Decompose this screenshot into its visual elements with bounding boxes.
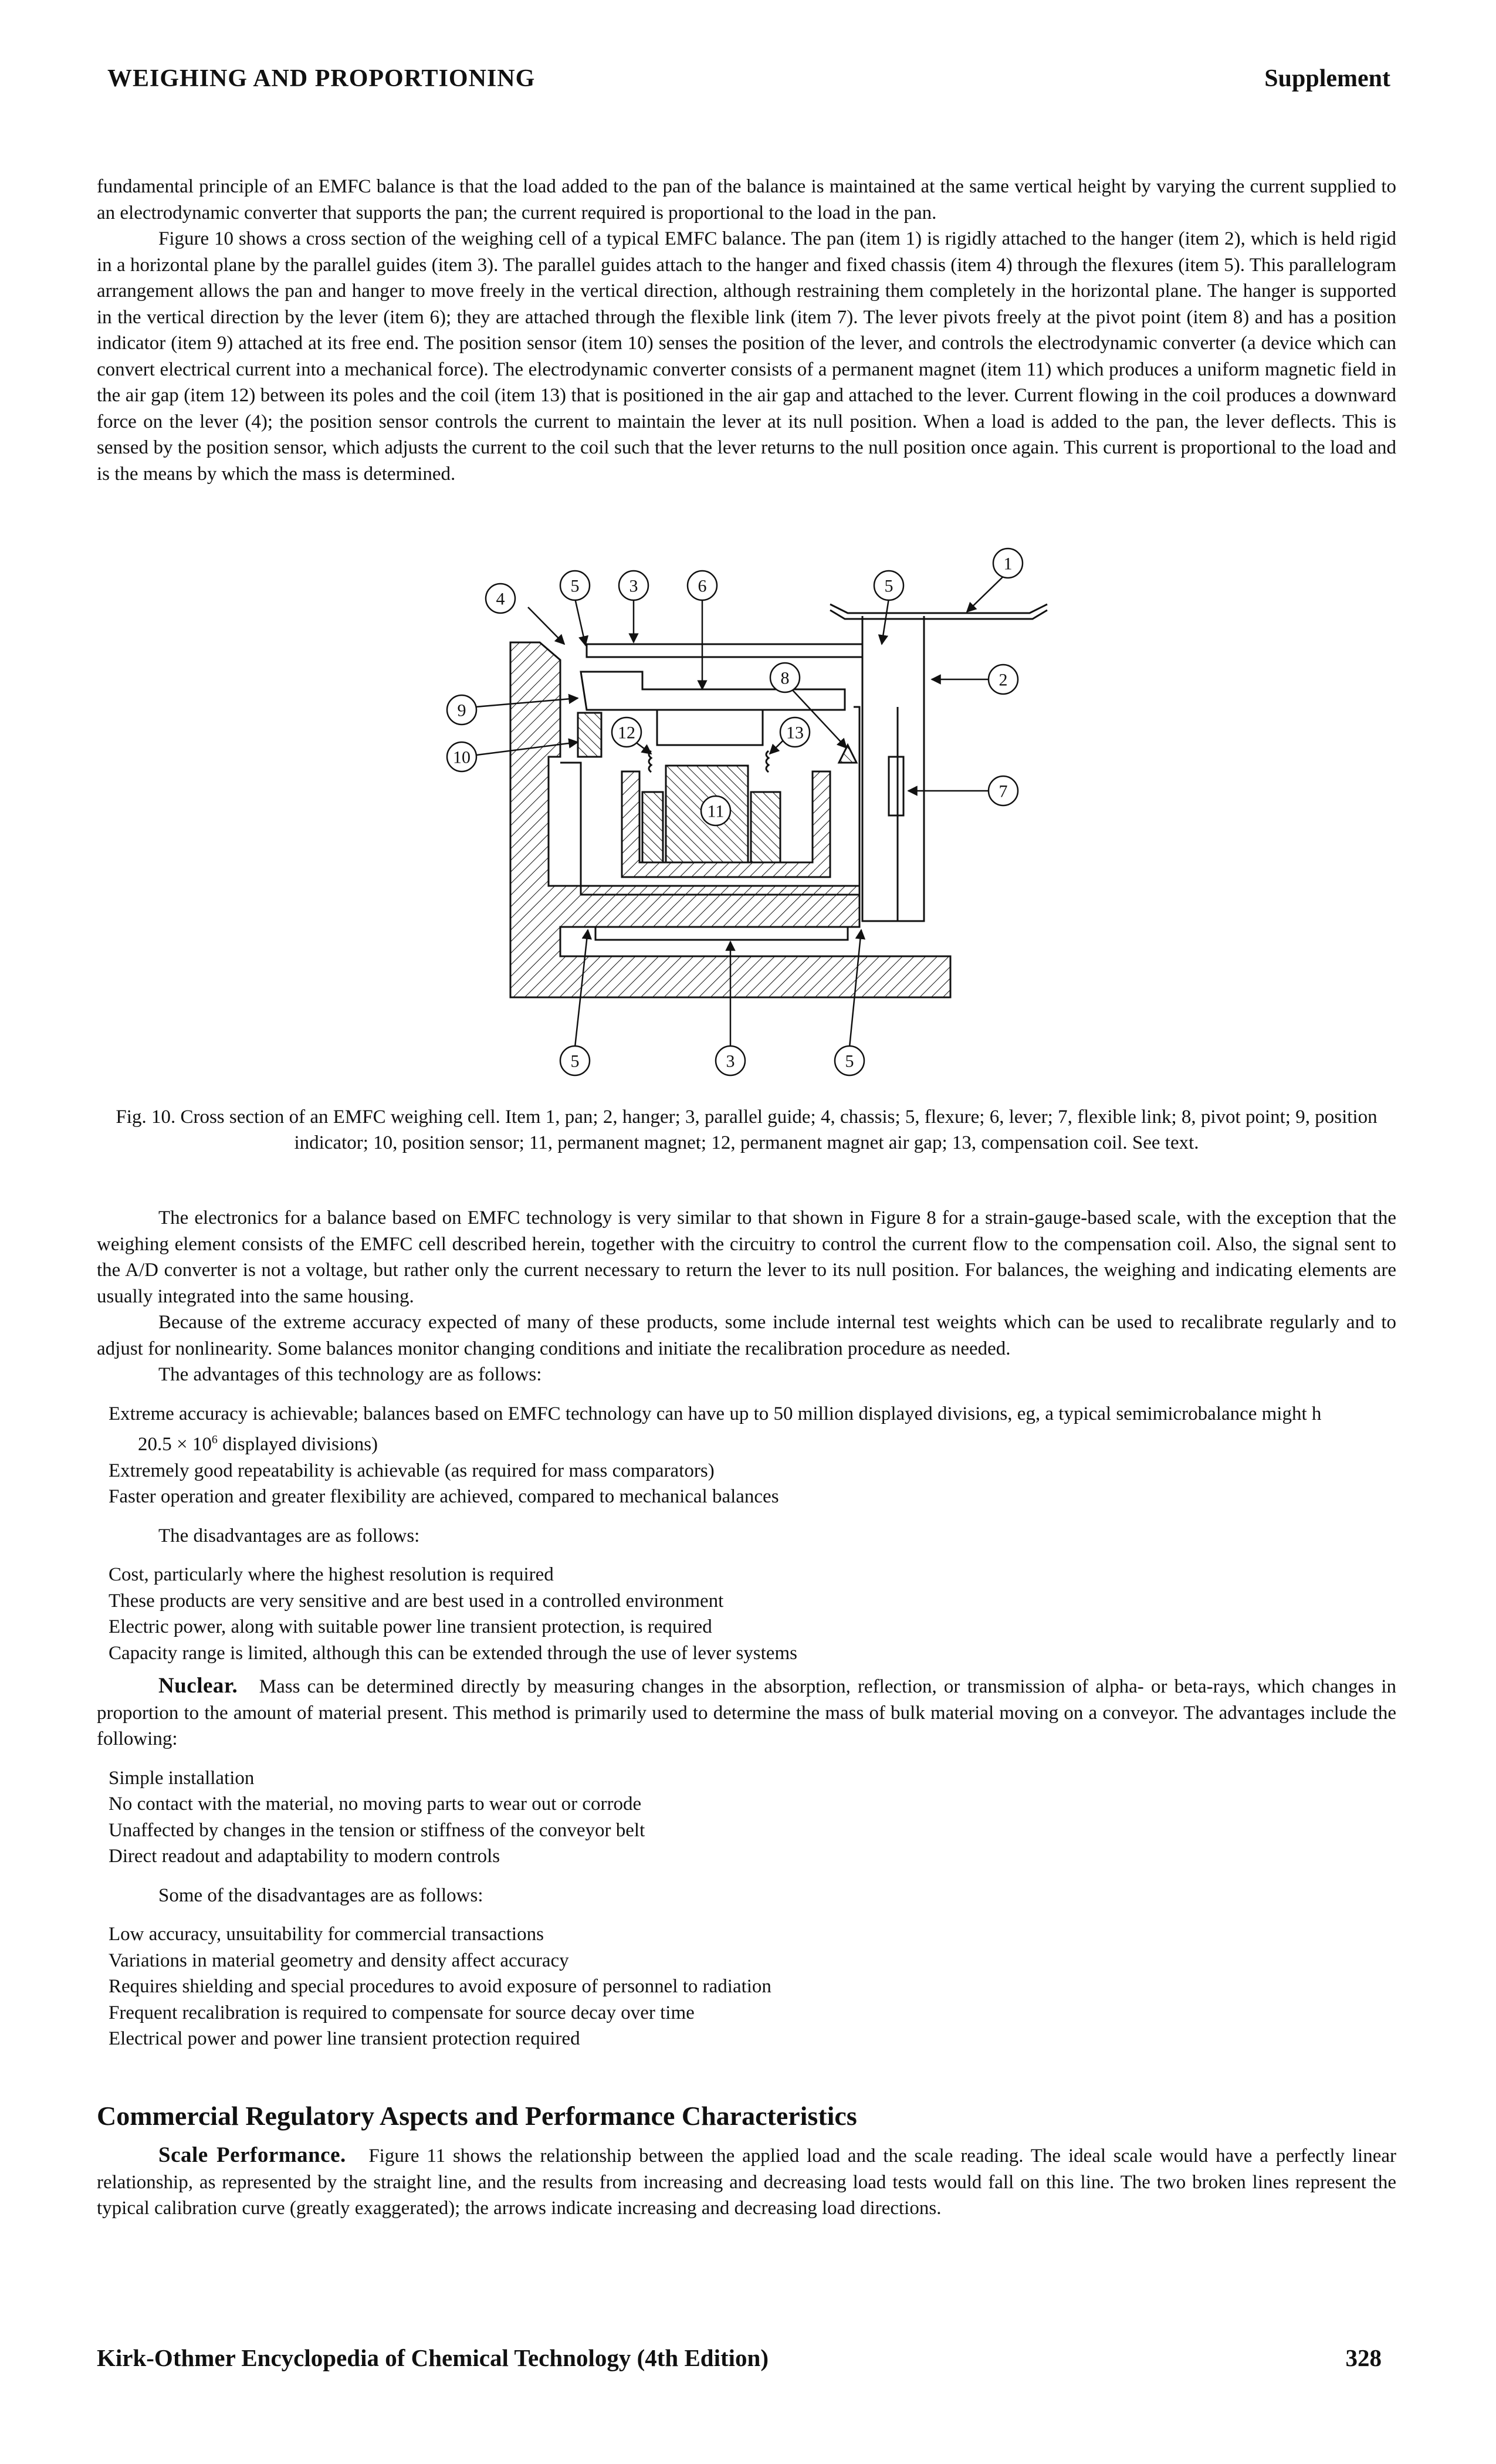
running-header-title: WEIGHING AND PROPORTIONING [107,65,536,92]
callout-5c [559,1045,591,1077]
callout-label-2: 2 [999,671,1008,690]
callout-label-11: 11 [708,802,725,821]
callout-4 [485,583,516,614]
callout-5 [559,570,591,601]
list-item: No contact with the material, no moving … [109,1793,642,1815]
callout-3 [618,570,649,601]
paragraph-text: Mass can be determined directly by measu… [97,1676,1397,1749]
list-item: Frequent recalibration is required to co… [109,2002,695,2023]
list-item: Unaffected by changes in the tension or … [109,1819,645,1841]
run-in-heading: Scale Performance. [158,2143,346,2167]
list-item: These products are very sensitive and ar… [109,1590,724,1612]
callout-label-3: 3 [726,1052,735,1071]
section-text: Scale Performance. Figure 11 shows the r… [97,2143,1396,2222]
callout-10 [446,741,478,773]
paragraph: The advantages of this technology are as… [158,1364,542,1385]
callout-label-13: 13 [786,723,804,743]
callout-label-7: 7 [999,782,1008,801]
paragraph-text: Figure 11 shows the relationship between… [97,2145,1396,2219]
callout-label-9: 9 [458,701,466,720]
paragraph: Because of the extreme accuracy expected… [97,1312,1396,1359]
callout-label-5: 5 [571,1052,580,1071]
callout-11 [700,795,732,827]
callout-2 [987,664,1019,695]
paragraph: The electronics for a balance based on E… [97,1207,1396,1307]
list-item: Cost, particularly where the highest res… [109,1564,554,1585]
list-item: Electric power, along with suitable powe… [109,1616,712,1637]
list-item: Low accuracy, unsuitability for commerci… [109,1924,544,1945]
callout-label-6: 6 [698,577,707,596]
callout-13 [779,716,811,748]
paragraph: fundamental principle of an EMFC balance… [97,176,1396,224]
lower-parallel-guide [594,926,849,941]
list-item-continuation: 20.5 × 106 displayed divisions) [97,1427,1396,1458]
pan-shape [830,603,1048,614]
list-item-text: 20.5 × 10 [138,1434,212,1455]
callout-5d [834,1045,865,1077]
run-in-heading: Nuclear. [158,1674,238,1698]
figure-caption: Fig. 10. Cross section of an EMFC weighi… [116,1106,1377,1153]
paragraph: Nuclear. Mass can be determined directly… [97,1673,1396,1752]
paragraph: Some of the disadvantages are as follows… [158,1884,483,1906]
callout-6 [686,570,718,601]
callout-label-4: 4 [496,590,505,609]
position-indicator-shape [577,712,603,758]
callout-label-8: 8 [781,669,790,688]
list-item: Variations in material geometry and dens… [109,1949,569,1971]
list-item: Extremely good repeatability is achievab… [109,1460,715,1481]
pole-piece [750,791,781,864]
callout-label-5: 5 [571,577,580,596]
list-item: Faster operation and greater flexibility… [109,1486,779,1507]
callout-8 [769,662,801,693]
coil-bobbin [656,710,764,746]
upper-parallel-guide [585,643,864,658]
section-heading: Commercial Regulatory Aspects and Perfor… [97,2101,857,2131]
flexible-link-shape [888,756,905,817]
paragraph: The disadvantages are as follows: [158,1525,420,1546]
lever-body [560,706,861,896]
page-number: 328 [1345,2344,1382,2371]
chassis-shape [509,641,952,999]
callout-label-1: 1 [1004,554,1013,574]
callout-7 [987,775,1019,807]
list-item: Requires shielding and special procedure… [109,1976,771,1997]
list-item: Direct readout and adaptability to moder… [109,1846,500,1867]
list-item: Capacity range is limited, although this… [109,1642,797,1664]
list-item: Extreme accuracy is achievable; balances… [109,1403,1322,1424]
body-text: The electronics for a balance based on E… [97,1205,1396,2052]
list-item: Simple installation [109,1767,255,1789]
callout-9 [446,694,478,726]
list-item: Electrical power and power line transien… [109,2028,580,2049]
footer-book-title: Kirk-Othmer Encyclopedia of Chemical Tec… [97,2344,769,2371]
emfc-cross-section-figure: 1 2 3 4 5 5 6 7 8 9 10 11 12 13 5 3 5 [446,547,1048,1077]
callout-12 [611,716,642,748]
callout-label-10: 10 [453,748,471,767]
callout-label-3: 3 [629,577,638,596]
paragraph: Figure 10 shows a cross section of the w… [97,228,1396,485]
hanger-shape [861,616,925,922]
callout-label-5: 5 [845,1052,854,1071]
magnet-housing-shape [621,770,831,878]
intro-text: fundamental principle of an EMFC balance… [97,174,1396,487]
callout-1 [992,547,1024,579]
lever-shape [580,671,846,711]
list-item-text: displayed divisions) [217,1434,378,1455]
pole-piece [641,791,664,864]
exponent: 6 [211,1433,218,1446]
paragraph: Scale Performance. Figure 11 shows the r… [97,2143,1396,2222]
callout-5b [873,570,905,601]
running-header-right: Supplement [1264,65,1390,92]
callout-3b [715,1045,746,1077]
pivot-point-shape [837,743,858,764]
callout-label-5: 5 [885,577,893,596]
callout-label-12: 12 [618,723,635,743]
